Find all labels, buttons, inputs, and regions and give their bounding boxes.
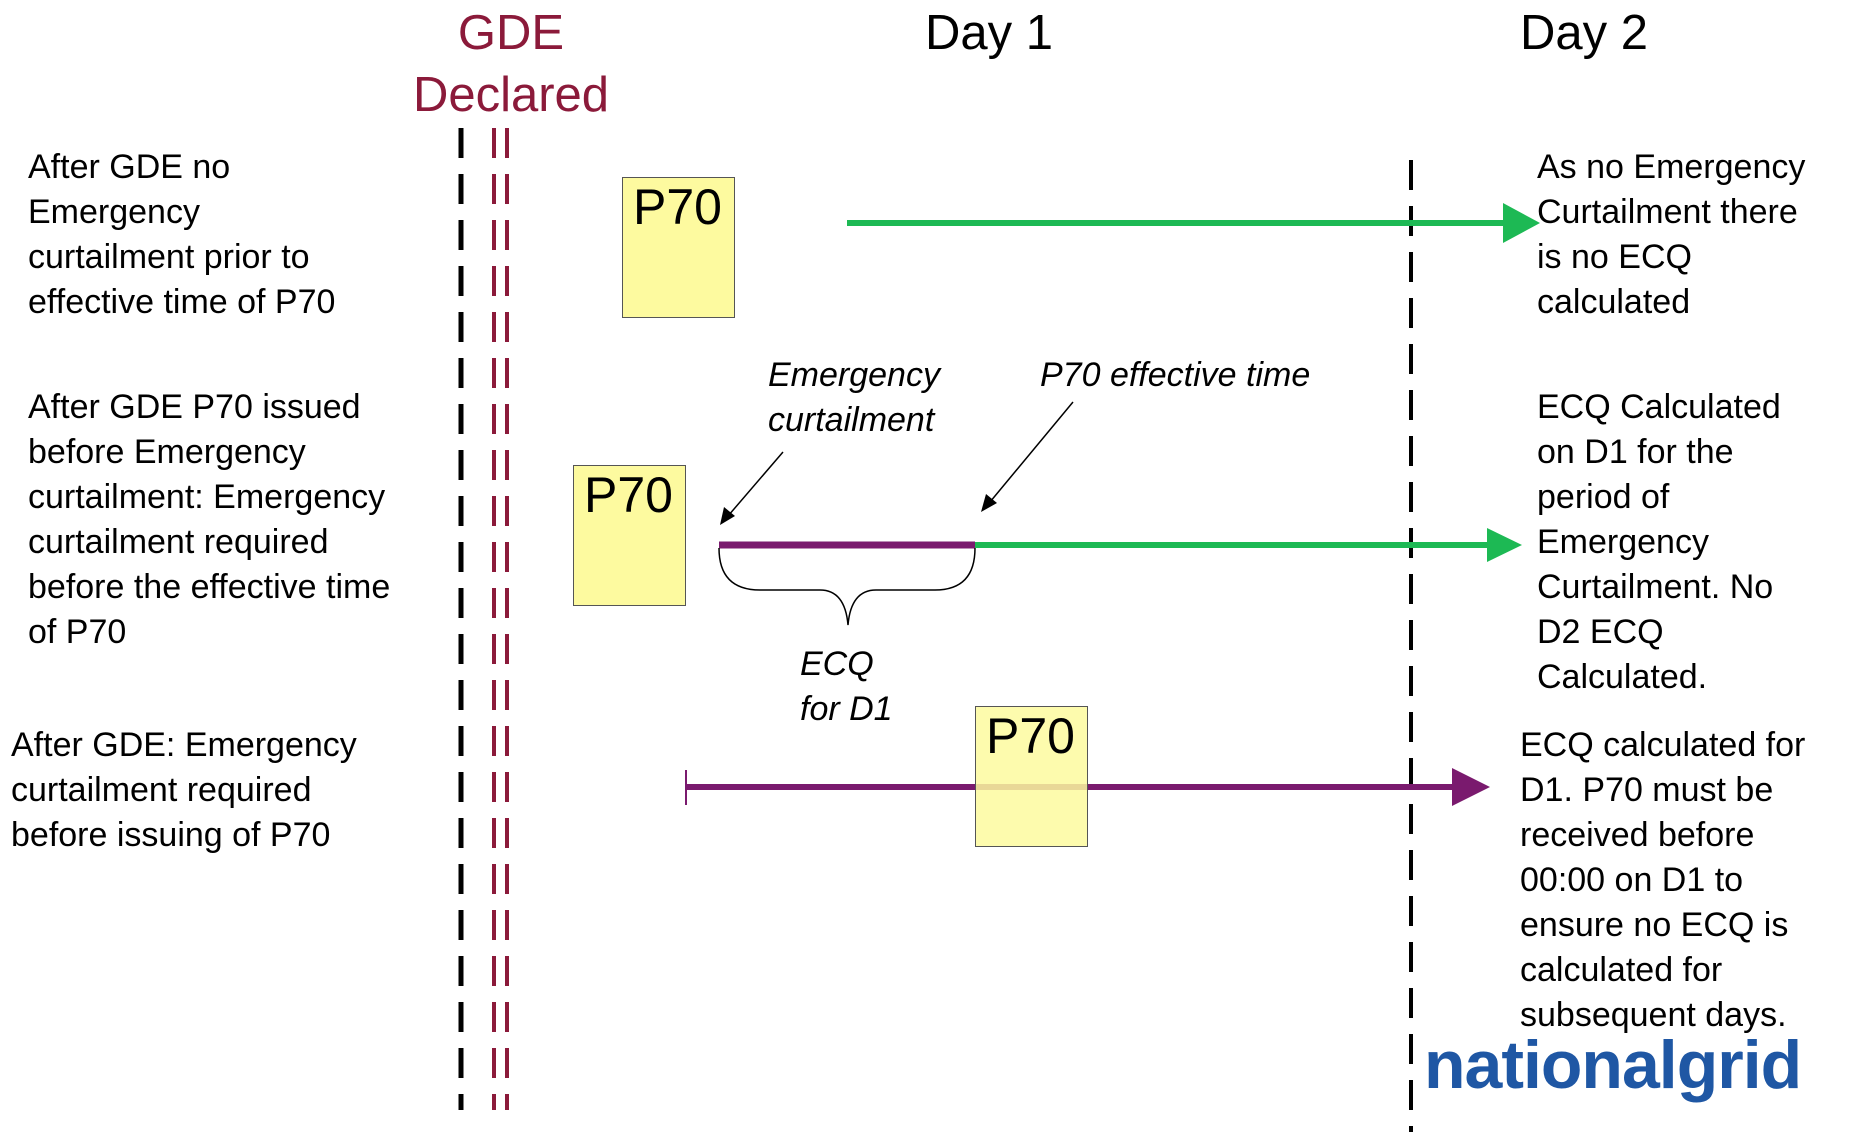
gde-header-line2: Declared [412, 68, 610, 122]
row2-left-line: After GDE P70 issued [28, 388, 361, 426]
gde-declared-header: GDE Declared [396, 2, 626, 126]
row2-left-text: After GDE P70 issued before Emergency cu… [28, 385, 390, 655]
row3-left-line: before issuing of P70 [11, 816, 331, 854]
row3-left-line: After GDE: Emergency [11, 726, 357, 764]
row3-right-text: ECQ calculated for D1. P70 must be recei… [1520, 723, 1805, 1038]
emergency-annotation-line: curtailment [768, 401, 935, 439]
row3-right-line: subsequent days. [1520, 996, 1787, 1034]
row2-right-line: Emergency [1537, 523, 1709, 561]
effective-pointer-line [989, 401, 1074, 503]
logo-grid-text: grid [1676, 1027, 1802, 1103]
row1-right-line: is no ECQ [1537, 238, 1692, 276]
day2-header: Day 2 [1520, 6, 1649, 60]
row3-right-line: 00:00 on D1 to [1520, 861, 1744, 899]
row2-right-line: Calculated. [1537, 658, 1708, 696]
row2-p70-box: P70 [573, 465, 686, 606]
row1-p70-box: P70 [622, 177, 735, 318]
effective-pointer-head [981, 494, 997, 512]
row2-right-line: D2 ECQ [1537, 613, 1664, 651]
row1-right-line: Curtailment there [1537, 193, 1798, 231]
row3-right-line: ensure no ECQ is [1520, 906, 1789, 944]
ecq-for-d1-annotation: ECQ for D1 [800, 642, 893, 732]
row2-left-line: curtailment required [28, 523, 329, 561]
logo-national-text: national [1424, 1027, 1678, 1103]
ecq-annotation-line: for D1 [800, 690, 893, 728]
row3-right-line: D1. P70 must be [1520, 771, 1774, 809]
row2-right-line: on D1 for the [1537, 433, 1734, 471]
row2-left-line: curtailment: Emergency [28, 478, 386, 516]
row2-right-line: ECQ Calculated [1537, 388, 1781, 426]
ecq-annotation-line: ECQ [800, 645, 874, 683]
row2-right-text: ECQ Calculated on D1 for the period of E… [1537, 385, 1781, 700]
row1-right-text: As no Emergency Curtailment there is no … [1537, 145, 1805, 325]
row1-left-line: effective time of P70 [28, 283, 336, 321]
row3-right-line: received before [1520, 816, 1755, 854]
row2-right-line: period of [1537, 478, 1670, 516]
row3-p70-box: P70 [975, 706, 1088, 847]
national-grid-logo: nationalgrid [1424, 1025, 1802, 1105]
row1-green-arrowhead [1503, 203, 1540, 243]
row2-left-line: before the effective time [28, 568, 391, 606]
row3-right-line: ECQ calculated for [1520, 726, 1806, 764]
ecq-brace [718, 547, 976, 626]
row2-left-line: of P70 [28, 613, 127, 651]
day1-header: Day 1 [925, 6, 1054, 60]
emergency-curtailment-annotation: Emergency curtailment [768, 353, 940, 443]
emergency-annotation-line: Emergency [768, 356, 940, 394]
row3-left-line: curtailment required [11, 771, 312, 809]
row1-left-line: Emergency [28, 193, 200, 231]
row3-purple-arrowhead [1452, 768, 1490, 806]
row1-left-line: curtailment prior to [28, 238, 310, 276]
row2-green-arrowhead [1487, 528, 1522, 562]
row1-left-line: After GDE no [28, 148, 231, 186]
row2-left-line: before Emergency [28, 433, 306, 471]
row3-right-line: calculated for [1520, 951, 1723, 989]
row1-right-line: calculated [1537, 283, 1691, 321]
emergency-pointer-line [727, 451, 784, 517]
row3-left-text: After GDE: Emergency curtailment require… [11, 723, 357, 858]
emergency-pointer-head [720, 507, 735, 525]
row1-left-text: After GDE no Emergency curtailment prior… [28, 145, 335, 325]
row1-right-line: As no Emergency [1537, 148, 1806, 186]
row2-right-line: Curtailment. No [1537, 568, 1774, 606]
gde-header-line1: GDE [457, 6, 565, 60]
p70-effective-time-annotation: P70 effective time [1040, 356, 1311, 394]
